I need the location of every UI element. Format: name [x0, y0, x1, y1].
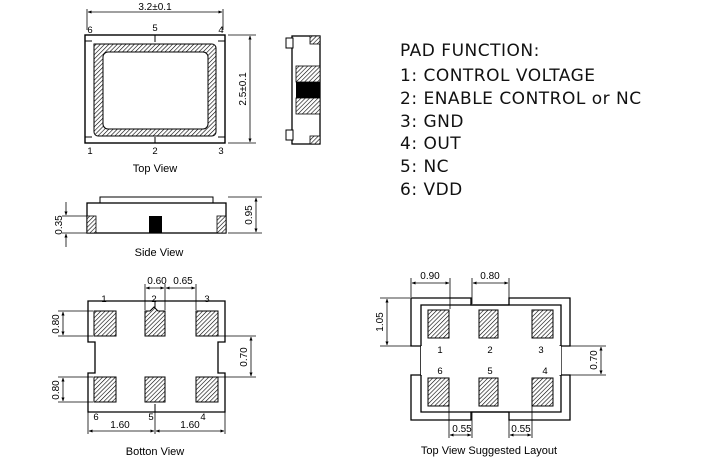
- bottom-pin-2: 2: [151, 294, 156, 305]
- side-pad-height-label: 0.35: [54, 215, 65, 235]
- layout-pin-5: 5: [487, 366, 492, 377]
- layout-pad-1: [427, 309, 450, 339]
- side-pad-right: [216, 215, 227, 234]
- pad-function-title: PAD FUNCTION:: [400, 41, 540, 61]
- top-height-label: 2.5±0.1: [238, 72, 249, 106]
- bottom-row-gap-label: 0.70: [239, 347, 250, 367]
- bottom-pin-1: 1: [101, 294, 106, 305]
- bottom-pad-5: [144, 376, 166, 403]
- side-pad-mid: [149, 216, 162, 233]
- bottom-pad-6: [93, 376, 117, 403]
- top-width-label: 3.2±0.1: [138, 2, 172, 13]
- pad-function-item-3: 3: GND: [400, 112, 464, 132]
- bottom-view: 1 2 3 6 5 4 0.60 0.65 0.80 0.80 0.70: [51, 276, 256, 458]
- side-pad-left: [86, 215, 97, 234]
- layout-row-gap-label: 0.70: [589, 350, 600, 370]
- bottom-pad-2: [144, 306, 166, 337]
- layout-caption: Top View Suggested Layout: [421, 445, 557, 457]
- side-view-lid: [99, 196, 214, 204]
- bottom-pin-3: 3: [204, 294, 209, 305]
- bottom-pad-1: [93, 310, 117, 337]
- layout-gap-left-label: 0.55: [452, 424, 472, 435]
- bottom-pin-6: 6: [93, 412, 98, 423]
- suggested-layout: 1 2 3 6 5 4 0.90 0.80 1.05 0.70 0.55 0.5…: [375, 271, 606, 457]
- pad-function-item-1: 1: CONTROL VOLTAGE: [400, 66, 596, 86]
- layout-pin-6: 6: [437, 366, 442, 377]
- bottom-pad-height-top-label: 0.80: [51, 314, 62, 334]
- bottom-pad-4: [195, 376, 219, 403]
- bottom-pad-gap-label: 0.65: [173, 276, 193, 287]
- layout-pin-4: 4: [542, 366, 547, 377]
- layout-pad-3: [531, 309, 554, 339]
- side-view-caption: Side View: [135, 247, 184, 259]
- pad-function-item-4: 4: OUT: [400, 134, 462, 154]
- top-view-seal-ring: [93, 43, 217, 137]
- pad-function-item-2: 2: ENABLE CONTROL or NC: [400, 89, 642, 109]
- pad-function-item-6: 6: VDD: [400, 180, 463, 200]
- bottom-pin-5: 5: [148, 412, 153, 423]
- bottom-pitch-right-label: 1.60: [180, 420, 200, 431]
- top-view-caption: Top View: [133, 163, 177, 175]
- top-view: 3.2±0.1 6 5 4 1 2 3 2.5±0.1 Top View: [84, 2, 256, 175]
- layout-pin-3: 3: [538, 345, 543, 356]
- top-pin-1: 1: [87, 146, 92, 157]
- bottom-pin-4: 4: [200, 412, 205, 423]
- end-pad-top: [295, 65, 321, 83]
- side-total-height-label: 0.95: [244, 205, 255, 225]
- end-pad-bottom: [295, 97, 321, 115]
- bottom-pad-height-bottom-label: 0.80: [51, 380, 62, 400]
- top-pin-2: 2: [152, 146, 157, 157]
- top-pin-3: 3: [218, 146, 223, 157]
- bottom-pad-3: [195, 310, 219, 337]
- layout-pad-width-mid-label: 0.80: [480, 271, 500, 282]
- top-pin-5: 5: [152, 23, 157, 34]
- top-pin-6: 6: [87, 25, 92, 36]
- layout-pad-2: [478, 309, 499, 339]
- bottom-pitch-left-label: 1.60: [110, 420, 130, 431]
- side-view: 0.35 0.95 Side View: [54, 196, 262, 259]
- layout-pad-4: [531, 377, 554, 407]
- layout-pad-5: [478, 377, 499, 407]
- layout-pad-6: [427, 377, 450, 407]
- end-view: [285, 35, 321, 145]
- top-view-body: [84, 34, 226, 144]
- top-pin-4: 4: [218, 25, 223, 36]
- layout-gap-right-label: 0.55: [511, 424, 531, 435]
- layout-pad-width-label: 0.90: [420, 271, 440, 282]
- layout-pin-1: 1: [437, 345, 442, 356]
- layout-pad-height-label: 1.05: [375, 312, 386, 332]
- bottom-pad-width-label: 0.60: [147, 276, 167, 287]
- bottom-view-caption: Botton View: [126, 446, 185, 458]
- pad-function-item-5: 5: NC: [400, 157, 450, 177]
- layout-pin-2: 2: [487, 345, 492, 356]
